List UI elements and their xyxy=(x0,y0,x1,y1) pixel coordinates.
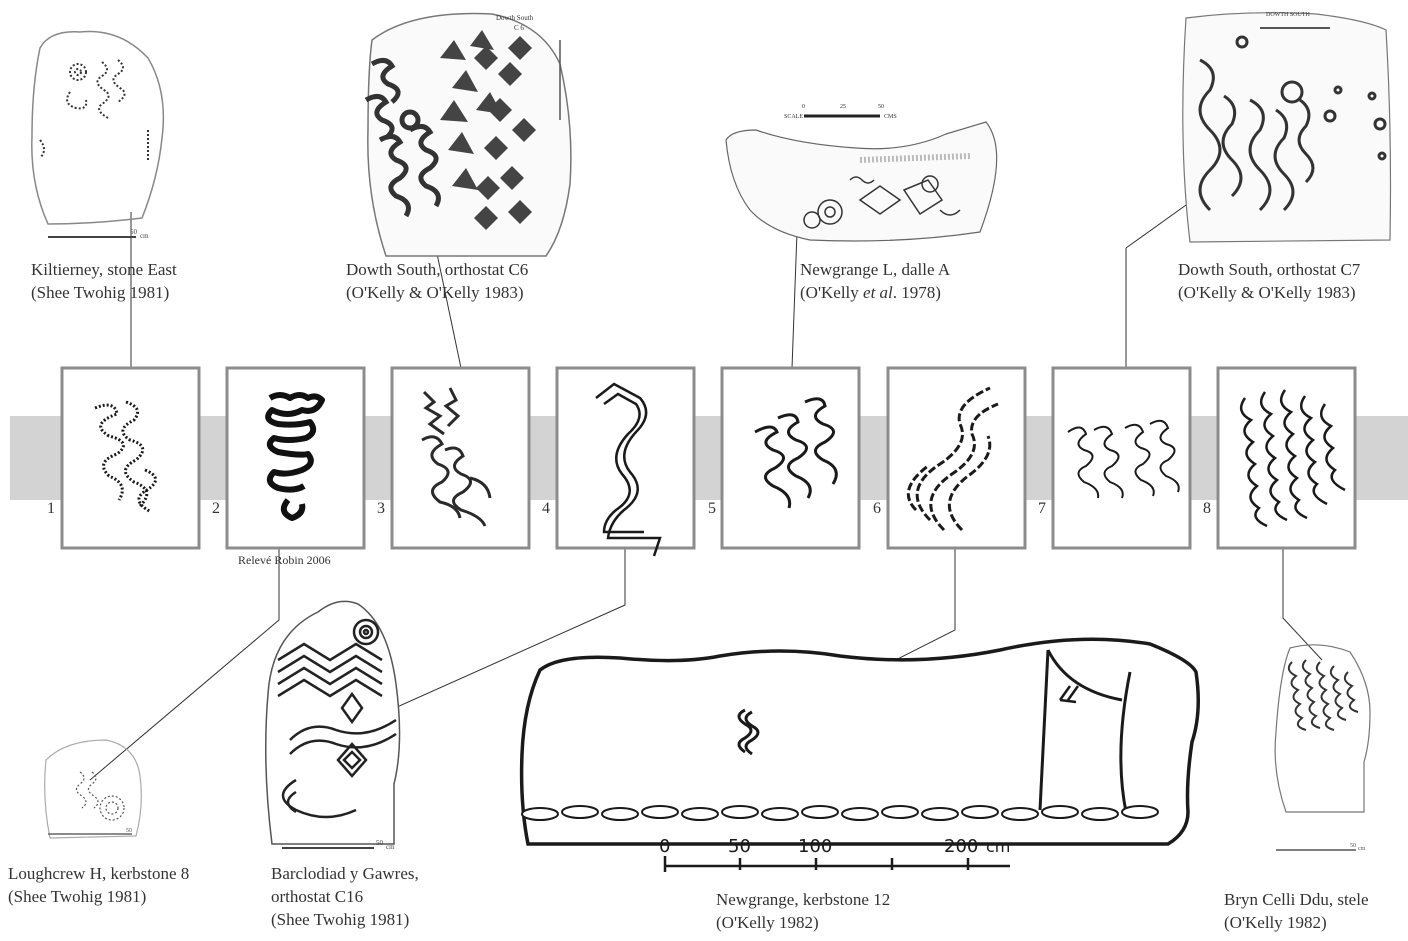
k12-tick-50: 50 xyxy=(728,836,751,857)
caption-newgrange-l: Newgrange L, dalle A (O'Kelly et al. 197… xyxy=(800,258,950,304)
caption-barclodiad-line1: Barclodiad y Gawres, xyxy=(271,862,419,885)
panel-number-3: 3 xyxy=(377,500,385,518)
caption-kiltierney: Kiltierney, stone East (Shee Twohig 1981… xyxy=(31,258,177,304)
caption-barclodiad: Barclodiad y Gawres, orthostat C16 (Shee… xyxy=(271,862,419,931)
barclodiad-scale-unit: cm xyxy=(386,843,395,851)
kiltierney-stone-drawing: 50 cm xyxy=(32,32,164,240)
k12-tick-100: 100 xyxy=(798,836,832,857)
caption-dowth-c6: Dowth South, orthostat C6 (O'Kelly & O'K… xyxy=(346,258,528,304)
bryn-celli-drawing: 50 cm xyxy=(1275,645,1370,852)
caption-kiltierney-line2: (Shee Twohig 1981) xyxy=(31,281,177,304)
newgrange-l-scale-unit: CMS xyxy=(884,114,897,120)
kiltierney-scale-label: 50 xyxy=(130,228,138,236)
caption-newgrange-l-line2-em: et al xyxy=(863,283,893,302)
caption-newgrange-l-line2-pre: (O'Kelly xyxy=(800,283,863,302)
newgrange-l-scale-end: 50 xyxy=(878,104,884,110)
panel-number-6: 6 xyxy=(873,500,881,518)
caption-dowth-c7-line2: (O'Kelly & O'Kelly 1983) xyxy=(1178,281,1360,304)
caption-bryn-celli-line2: (O'Kelly 1982) xyxy=(1224,911,1368,934)
loughcrew-drawing: 50 xyxy=(45,740,142,838)
loughcrew-scale-label: 50 xyxy=(126,828,132,834)
panel-number-7: 7 xyxy=(1038,500,1046,518)
caption-loughcrew: Loughcrew H, kerbstone 8 (Shee Twohig 19… xyxy=(8,862,189,908)
caption-newgrange-l-line1: Newgrange L, dalle A xyxy=(800,258,950,281)
newgrange-l-scale-mid: 25 xyxy=(840,104,846,110)
caption-bryn-celli: Bryn Celli Ddu, stele (O'Kelly 1982) xyxy=(1224,888,1368,934)
bryn-scale-unit: cm xyxy=(1358,846,1366,852)
caption-newgrange-k12: Newgrange, kerbstone 12 (O'Kelly 1982) xyxy=(716,888,890,934)
panel-number-1: 1 xyxy=(47,500,55,518)
barclodiad-scale-label: 50 xyxy=(376,839,384,847)
k12-scale-unit: cm xyxy=(986,837,1010,856)
caption-newgrange-l-line2-post: . 1978) xyxy=(893,283,941,302)
dowth-c6-sub: C 6 xyxy=(514,24,524,32)
newgrange-l-scale-prefix: SCALE xyxy=(784,114,803,120)
panel-number-5: 5 xyxy=(708,500,716,518)
kiltierney-scale-unit: cm xyxy=(140,232,149,240)
dowth-c6-header: Dowth South xyxy=(496,14,534,22)
panel-number-2: 2 xyxy=(212,500,220,518)
gray-band xyxy=(10,416,1408,500)
dowth-c6-drawing: Dowth South C 6 xyxy=(366,14,571,256)
panel-number-4: 4 xyxy=(542,500,550,518)
caption-barclodiad-line3: (Shee Twohig 1981) xyxy=(271,908,419,931)
bryn-scale-label: 50 xyxy=(1350,843,1356,849)
caption-kiltierney-line1: Kiltierney, stone East xyxy=(31,258,177,281)
caption-newgrange-l-line2: (O'Kelly et al. 1978) xyxy=(800,281,950,304)
newgrange-l-drawing: SCALE 0 25 50 CMS xyxy=(726,104,997,241)
newgrange-k12-drawing: 0 50 100 200 cm xyxy=(522,639,1199,872)
relevé-credit: Relevé Robin 2006 xyxy=(238,553,331,568)
panel-number-8: 8 xyxy=(1203,500,1211,518)
k12-tick-200: 200 xyxy=(944,836,978,857)
dowth-c7-drawing: DOWTH SOUTH xyxy=(1183,12,1391,242)
barclodiad-drawing: 50 cm xyxy=(266,601,400,851)
caption-newgrange-k12-line2: (O'Kelly 1982) xyxy=(716,911,890,934)
caption-loughcrew-line2: (Shee Twohig 1981) xyxy=(8,885,189,908)
newgrange-l-scale-zero: 0 xyxy=(802,104,805,110)
caption-dowth-c7-line1: Dowth South, orthostat C7 xyxy=(1178,258,1360,281)
caption-dowth-c6-line1: Dowth South, orthostat C6 xyxy=(346,258,528,281)
caption-newgrange-k12-line1: Newgrange, kerbstone 12 xyxy=(716,888,890,911)
dowth-c7-header: DOWTH SOUTH xyxy=(1266,12,1310,18)
caption-barclodiad-line2: orthostat C16 xyxy=(271,885,419,908)
caption-dowth-c7: Dowth South, orthostat C7 (O'Kelly & O'K… xyxy=(1178,258,1360,304)
caption-dowth-c6-line2: (O'Kelly & O'Kelly 1983) xyxy=(346,281,528,304)
k12-tick-0: 0 xyxy=(659,836,670,857)
caption-loughcrew-line1: Loughcrew H, kerbstone 8 xyxy=(8,862,189,885)
caption-bryn-celli-line1: Bryn Celli Ddu, stele xyxy=(1224,888,1368,911)
